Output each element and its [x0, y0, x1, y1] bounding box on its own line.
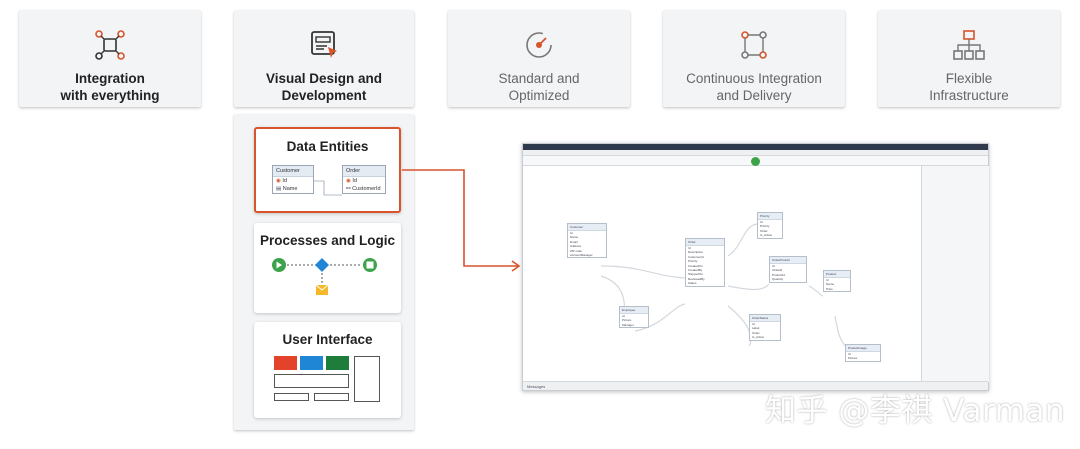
ui-block-small-2: [314, 393, 349, 401]
entity-field: ▤ Name: [276, 186, 298, 192]
integration-icon: [95, 30, 125, 60]
data-entities-card[interactable]: Data Entities Customer ◉ Id ▤ Name Order…: [254, 127, 401, 213]
hierarchy-icon: [953, 30, 985, 60]
ui-title: User Interface: [282, 332, 373, 347]
data-entities-title: Data Entities: [286, 139, 369, 154]
ui-block-wide: [274, 374, 349, 388]
ide-status-bar: Messages: [523, 381, 988, 390]
processes-title: Processes and Logic: [259, 233, 396, 248]
entity-field: ◉ Id: [346, 178, 357, 184]
gauge-icon: [526, 32, 552, 58]
watermark: 知乎 @李祺 Varman: [765, 393, 1066, 429]
ui-mockup: [274, 356, 382, 410]
ide-menu-bar: [523, 150, 988, 156]
entity-relation-line: [314, 180, 342, 196]
process-flow: [272, 258, 377, 295]
publish-icon[interactable]: [751, 156, 760, 166]
entity-field: ◉ Id: [276, 178, 287, 184]
visual-design-panel: Data Entities Customer ◉ Id ▤ Name Order…: [234, 114, 414, 430]
ui-block-tall: [354, 356, 380, 402]
entity-field: ⚯ CustomerId: [346, 186, 381, 192]
user-interface-card[interactable]: User Interface: [254, 322, 401, 418]
ui-block-red: [274, 356, 297, 370]
order-entity: Order ◉ Id ⚯ CustomerId: [342, 165, 386, 194]
visual-design-icon: [311, 31, 337, 58]
ui-block-blue: [300, 356, 323, 370]
cycle-icon: [741, 31, 767, 59]
ide-tree-panel[interactable]: [921, 166, 989, 382]
processes-card[interactable]: Processes and Logic: [254, 223, 401, 313]
customer-entity: Customer ◉ Id ▤ Name: [272, 165, 314, 194]
ide-toolbar: [523, 156, 988, 166]
ui-block-green: [326, 356, 349, 370]
ui-block-small-1: [274, 393, 309, 401]
ide-title-bar: [523, 144, 988, 150]
